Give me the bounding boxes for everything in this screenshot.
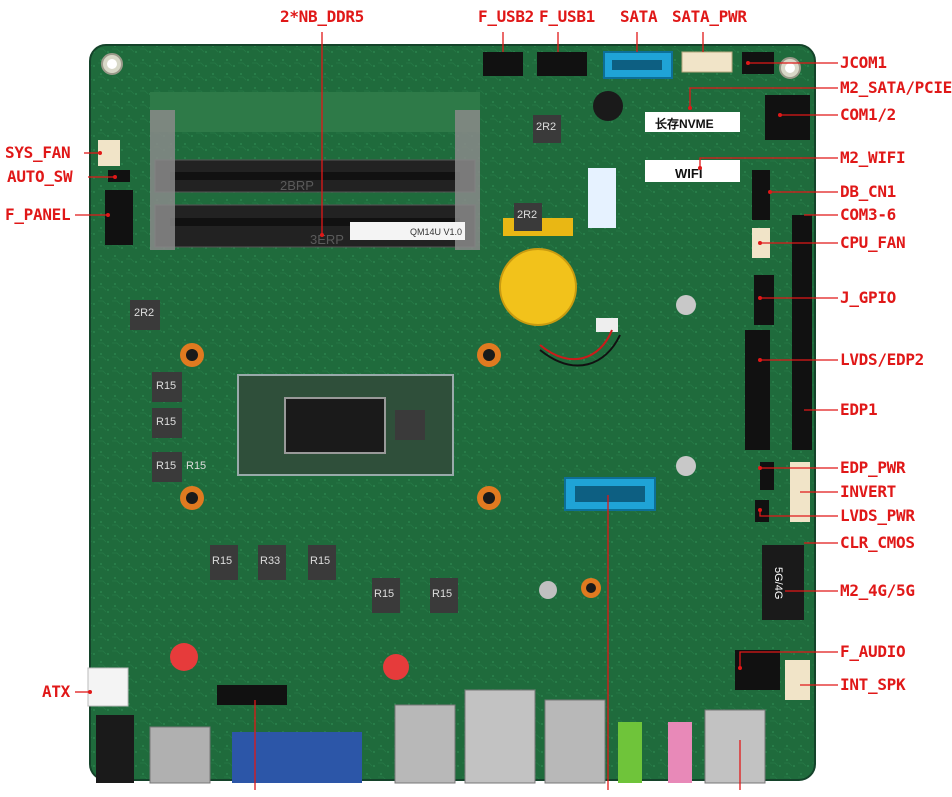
label-com1-2: COM1/2 (840, 105, 896, 124)
label-f-audio: F_AUDIO (840, 642, 906, 661)
label-sata-pwr: SATA_PWR (672, 7, 747, 26)
label-lvds-edp2: LVDS/EDP2 (840, 350, 924, 369)
capacitors (170, 643, 409, 680)
label-f-usb1: F_USB1 (539, 7, 595, 26)
inductor-label: R33 (260, 555, 281, 567)
inductor-label: R15 (186, 460, 207, 472)
inductor-label: R15 (212, 555, 233, 567)
label-atx: ATX (42, 682, 70, 701)
mounting-holes (101, 53, 801, 599)
top-headers (483, 51, 810, 140)
inductor-label: 2R2 (536, 121, 557, 133)
leader-dots (88, 61, 782, 694)
label-int-spk: INT_SPK (840, 675, 906, 694)
module-label: 5G/4G (772, 567, 784, 599)
slot2-label: 3ERP (310, 232, 344, 247)
left-headers (87, 140, 133, 707)
inductor-label: R15 (310, 555, 331, 567)
inductor-label: R15 (432, 588, 453, 600)
buzzer (593, 91, 623, 121)
ddr5-slots (150, 92, 480, 250)
label-edp-pwr: EDP_PWR (840, 458, 906, 477)
label-m2-4g5g: M2_4G/5G (840, 581, 915, 600)
m2-slots (588, 112, 804, 620)
label-clr-cmos: CLR_CMOS (840, 533, 915, 552)
wifi-label: WIFI (675, 166, 702, 181)
inductor-label: R15 (156, 380, 177, 392)
label-nb-ddr5: 2*NB_DDR5 (280, 7, 364, 26)
label-com3-6: COM3-6 (840, 205, 896, 224)
inductor-label: 2R2 (134, 307, 155, 319)
io-ports (96, 685, 766, 784)
ssd-label: 长存NVME (655, 116, 714, 131)
label-auto-sw: AUTO_SW (7, 167, 73, 186)
label-lvds-pwr: LVDS_PWR (840, 506, 915, 525)
label-edp1: EDP1 (840, 400, 878, 419)
inductor-label: 2R2 (517, 209, 538, 221)
inductor-label: R15 (156, 460, 177, 472)
label-f-usb2: F_USB2 (478, 7, 534, 26)
label-m2-wifi: M2_WIFI (840, 148, 906, 167)
inductor-label: R15 (156, 416, 177, 428)
cpu (237, 374, 454, 476)
label-cpu-fan: CPU_FAN (840, 233, 906, 252)
label-sata: SATA (620, 7, 658, 26)
label-invert: INVERT (840, 482, 896, 501)
label-sys-fan: SYS_FAN (5, 143, 71, 162)
inductors (130, 115, 561, 613)
inductor-label: R15 (374, 588, 395, 600)
slot1-label: 2BRP (280, 178, 314, 193)
label-jcom1: JCOM1 (840, 53, 887, 72)
label-j-gpio: J_GPIO (840, 288, 896, 307)
silkscreen-model: QM14U V1.0 (410, 227, 462, 237)
label-db-cn1: DB_CN1 (840, 182, 896, 201)
label-m2-sata-pcie: M2_SATA/PCIE (840, 78, 952, 97)
label-f-panel: F_PANEL (5, 205, 71, 224)
